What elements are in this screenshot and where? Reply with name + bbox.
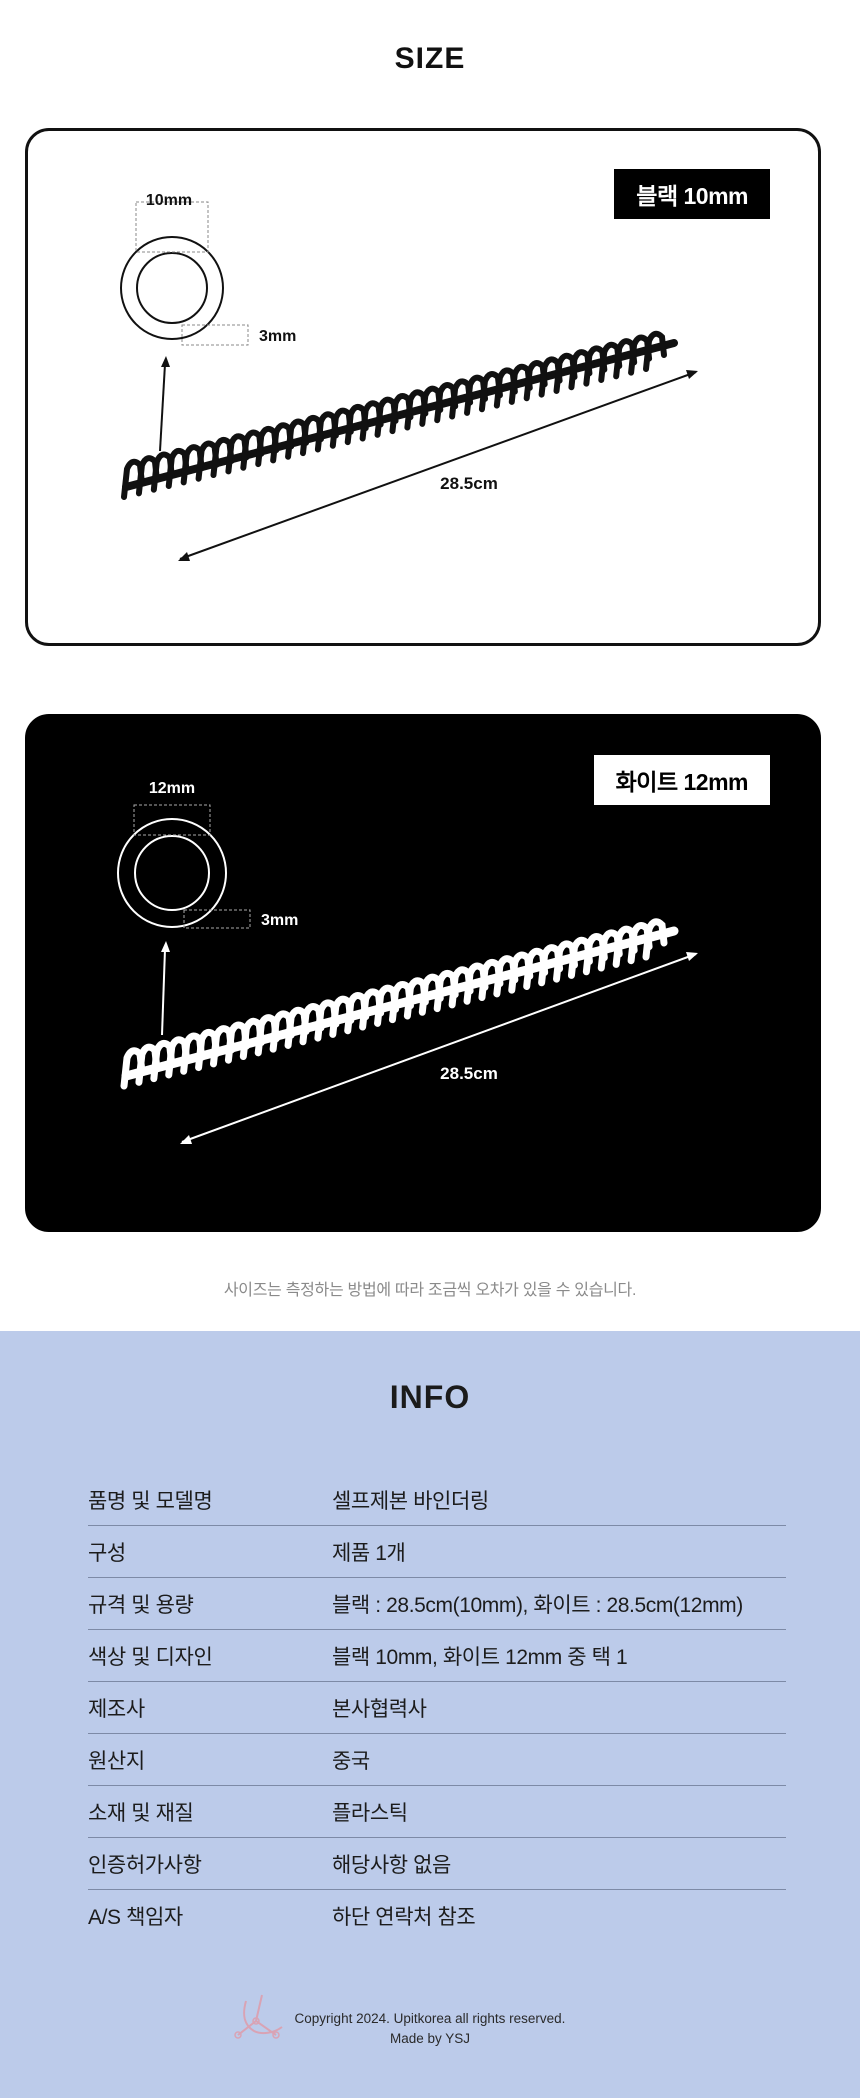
- color-size-badge: 블랙 10mm: [614, 169, 770, 219]
- info-row-value: 블랙 : 28.5cm(10mm), 화이트 : 28.5cm(12mm): [332, 1577, 786, 1630]
- black-spiral-binder-illustration: [121, 330, 678, 500]
- info-row-value: 하단 연락처 참조: [332, 1905, 476, 1929]
- info-row-value: 해당사항 없음: [332, 1837, 786, 1890]
- binder-coil: [643, 330, 667, 372]
- info-section-title: INFO: [389, 1379, 471, 1415]
- wire-thickness-label: 3mm: [259, 328, 296, 345]
- white-spiral-binder-illustration: [120, 918, 679, 1090]
- info-row-label: 색상 및 디자인: [88, 1629, 332, 1682]
- color-size-badge: 화이트 12mm: [593, 755, 770, 805]
- info-row-label: 구성: [88, 1525, 332, 1578]
- footer-copyright: Copyright 2024. Upitkorea all rights res…: [0, 2009, 860, 2049]
- upitkorea-logo-icon: [234, 1994, 283, 2039]
- info-row: A/S 책임자 하단 연락처 참조: [88, 1890, 786, 1942]
- ring-diameter-label: 10mm: [146, 192, 192, 209]
- info-row-label: 제조사: [88, 1681, 332, 1734]
- white-ring-diagram: 12mm 3mm 28.5cm: [117, 780, 698, 1144]
- wire-thickness-label: 3mm: [261, 912, 298, 929]
- info-row-value: 셀프제본 바인더링: [332, 1474, 786, 1526]
- made-by-text: Made by YSJ: [389, 2031, 471, 2046]
- info-row-value: 플라스틱: [332, 1785, 786, 1838]
- info-row-label: 규격 및 용량: [88, 1577, 332, 1630]
- info-row-label: 인증허가사항: [88, 1837, 332, 1890]
- info-row-value: 제품 1개: [332, 1525, 786, 1578]
- copyright-text: Copyright 2024. Upitkorea all rights res…: [294, 2011, 566, 2026]
- info-row-value: 블랙 10mm, 화이트 12mm 중 택 1: [332, 1629, 786, 1682]
- length-label: 28.5cm: [440, 474, 498, 493]
- length-label: 28.5cm: [440, 1064, 498, 1083]
- black-ring-diagram: 10mm 3mm 28.5cm: [120, 192, 698, 561]
- info-row-value: 본사협력사: [332, 1681, 786, 1734]
- info-row-label: A/S 책임자: [88, 1905, 183, 1929]
- info-row-label: 품명 및 모델명: [88, 1474, 332, 1526]
- info-row-value: 중국: [332, 1733, 786, 1786]
- binder-coil: [642, 918, 668, 961]
- info-row-label: 원산지: [88, 1733, 332, 1786]
- white-12mm-size-panel: 12mm 3mm 28.5cm 화이트 12mm: [25, 714, 821, 1232]
- info-row-label: 소재 및 재질: [88, 1785, 332, 1838]
- ring-diameter-label: 12mm: [149, 780, 195, 797]
- size-disclaimer-note: 사이즈는 측정하는 방법에 따라 조금씩 오차가 있을 수 있습니다.: [223, 1282, 637, 1299]
- black-10mm-size-panel: 10mm 3mm 28.5cm 블랙 10mm: [25, 128, 821, 646]
- size-section-title: SIZE: [394, 42, 466, 75]
